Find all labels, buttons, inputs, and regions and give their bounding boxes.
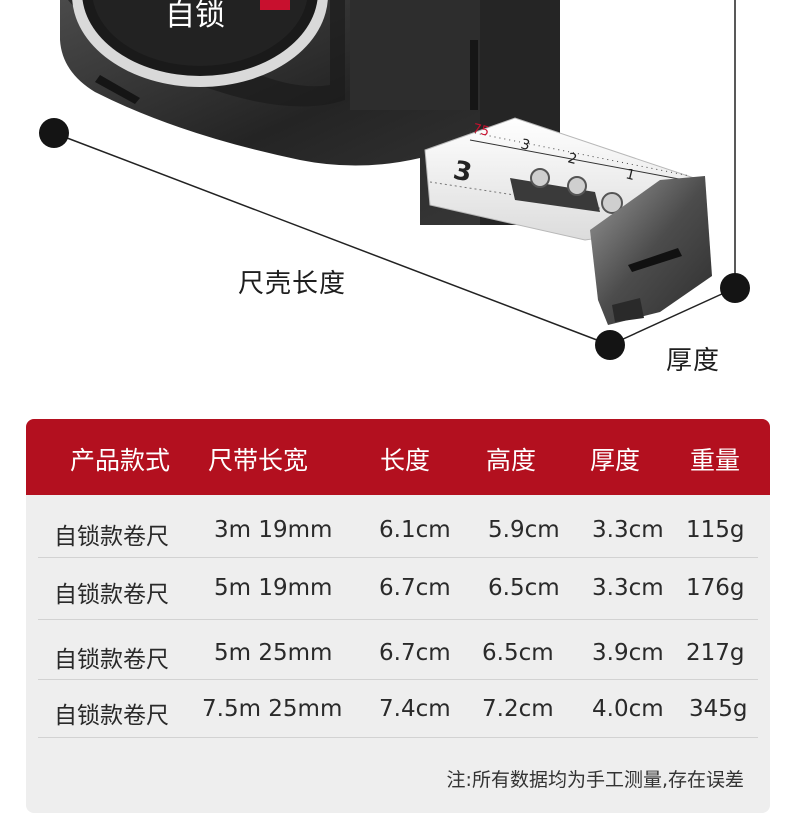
cell-thickness: 3.9cm <box>592 640 664 666</box>
cell-tape-size: 5m 19mm <box>214 575 333 601</box>
product-illustration: 自锁 3 2 1 3 75 <box>0 0 790 400</box>
cell-tape-size: 3m 19mm <box>214 517 333 543</box>
header-weight: 重量 <box>690 446 741 475</box>
header-thickness: 厚度 <box>590 446 641 475</box>
cell-weight: 345g <box>689 696 748 722</box>
dimension-lines <box>39 0 750 360</box>
row-divider <box>38 557 758 558</box>
cell-height: 7.2cm <box>482 696 554 722</box>
cell-thickness: 3.3cm <box>592 517 664 543</box>
cell-model: 自锁款卷尺 <box>54 582 169 608</box>
cell-model: 自锁款卷尺 <box>54 524 169 550</box>
cell-length: 7.4cm <box>379 696 451 722</box>
cell-weight: 217g <box>686 640 745 666</box>
header-tape-size: 尺带长宽 <box>208 446 309 475</box>
cell-model: 自锁款卷尺 <box>54 703 169 729</box>
header-height: 高度 <box>486 446 537 475</box>
cell-thickness: 3.3cm <box>592 575 664 601</box>
measurement-note: 注:所有数据均为手工测量,存在误差 <box>446 769 744 791</box>
badge-text: 自锁 <box>165 0 225 33</box>
dimension-label-thickness: 厚度 <box>666 346 721 376</box>
row-divider <box>38 737 758 738</box>
cell-height: 6.5cm <box>488 575 560 601</box>
blade-number-3: 3 <box>519 136 532 154</box>
cell-length: 6.7cm <box>379 640 451 666</box>
spec-table: 产品款式 尺带长宽 长度 高度 厚度 重量 自锁款卷尺 3m 19mm 6.1c… <box>26 419 770 813</box>
tape-measure-image: 自锁 3 2 1 3 75 <box>39 0 750 360</box>
cell-tape-size: 5m 25mm <box>214 640 333 666</box>
dimension-dot-right <box>720 273 750 303</box>
cell-model: 自锁款卷尺 <box>54 647 169 673</box>
tape-hook <box>590 176 712 325</box>
blade-small-text: 75 <box>471 121 491 140</box>
row-divider <box>38 619 758 620</box>
header-length: 长度 <box>380 446 431 475</box>
dimension-label-length: 尺壳长度 <box>238 269 347 299</box>
table-header: 产品款式 尺带长宽 长度 高度 厚度 重量 <box>26 419 770 495</box>
rivets <box>510 168 623 214</box>
cell-weight: 176g <box>686 575 745 601</box>
header-model: 产品款式 <box>70 446 171 475</box>
cell-length: 6.1cm <box>379 517 451 543</box>
row-divider <box>38 679 758 680</box>
blade-number-2: 2 <box>566 150 579 168</box>
cell-height: 5.9cm <box>488 517 560 543</box>
dimension-dot-bottom <box>595 330 625 360</box>
blade-mark: 3 <box>451 156 475 189</box>
brand-badge: 自锁 <box>72 0 328 87</box>
cell-height: 6.5cm <box>482 640 554 666</box>
cell-length: 6.7cm <box>379 575 451 601</box>
blade-number-1: 1 <box>624 166 637 184</box>
cell-weight: 115g <box>686 517 745 543</box>
cell-tape-size: 7.5m 25mm <box>202 696 343 722</box>
cell-thickness: 4.0cm <box>592 696 664 722</box>
dimension-dot-left <box>39 118 69 148</box>
